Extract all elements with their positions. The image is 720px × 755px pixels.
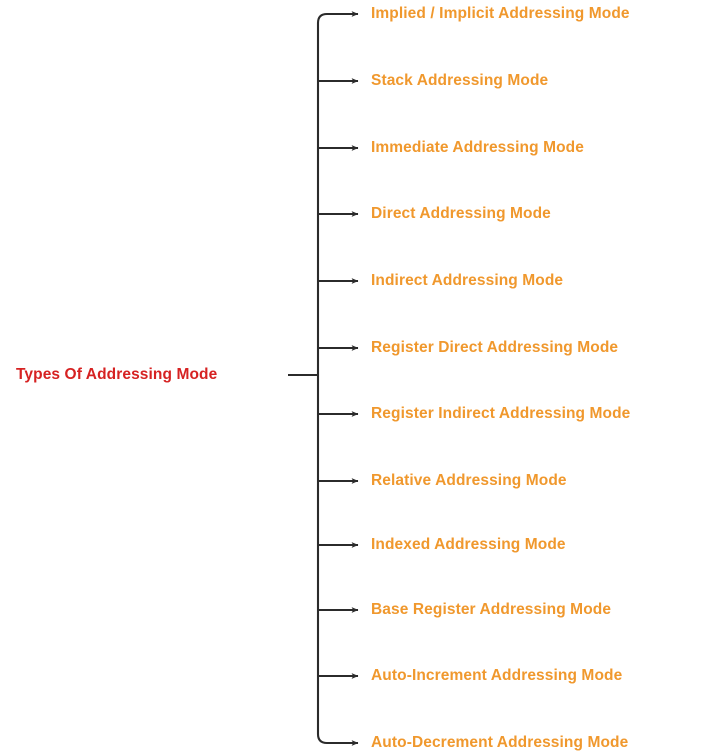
branch-node-4: Direct Addressing Mode bbox=[371, 205, 551, 222]
branch-node-7: Register Indirect Addressing Mode bbox=[371, 405, 631, 422]
branch-node-8: Relative Addressing Mode bbox=[371, 472, 567, 489]
root-node-types-of-addressing-mode: Types Of Addressing Mode bbox=[16, 366, 218, 383]
branch-node-5: Indirect Addressing Mode bbox=[371, 272, 564, 289]
branch-node-9: Indexed Addressing Mode bbox=[371, 536, 566, 553]
branch-node-2: Stack Addressing Mode bbox=[371, 72, 549, 89]
branch-node-3: Immediate Addressing Mode bbox=[371, 139, 584, 156]
svg-line-group bbox=[288, 11, 359, 746]
branch-node-11: Auto-Increment Addressing Mode bbox=[371, 667, 623, 684]
branch-node-6: Register Direct Addressing Mode bbox=[371, 339, 619, 356]
tree-spine-line bbox=[316, 12, 328, 745]
branch-node-1: Implied / Implicit Addressing Mode bbox=[371, 5, 630, 22]
branch-node-10: Base Register Addressing Mode bbox=[371, 601, 612, 618]
branch-node-12: Auto-Decrement Addressing Mode bbox=[371, 734, 629, 751]
